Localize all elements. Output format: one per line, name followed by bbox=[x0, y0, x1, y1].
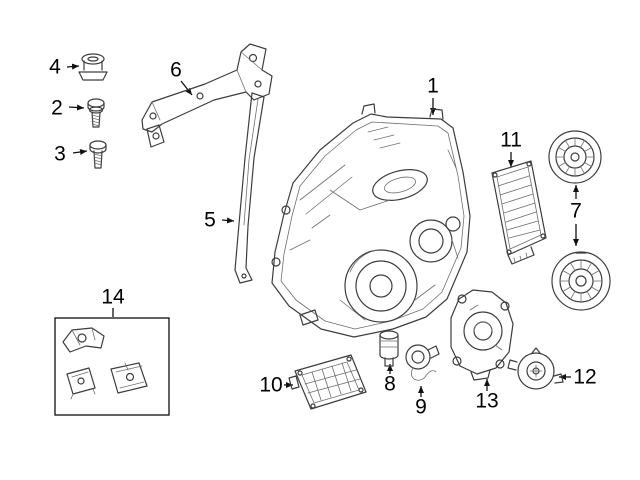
part-label-13: 13 bbox=[475, 389, 499, 413]
part-13-actuator bbox=[450, 289, 514, 381]
part-label-3: 3 bbox=[54, 142, 66, 166]
part-label-6: 6 bbox=[170, 58, 182, 82]
part-4-grommet-nut bbox=[78, 53, 108, 81]
part-9-socket bbox=[405, 344, 440, 381]
kit-bracket-b bbox=[66, 367, 96, 400]
part-7-cap-upper bbox=[548, 130, 602, 184]
part-label-5: 5 bbox=[204, 208, 216, 232]
leader-arrow-2 bbox=[68, 104, 85, 111]
part-label-8: 8 bbox=[384, 372, 396, 396]
part-6-upper-bracket bbox=[141, 43, 273, 148]
leader-arrow-5 bbox=[221, 217, 235, 224]
part-label-2: 2 bbox=[51, 96, 63, 120]
part-2-screw bbox=[87, 98, 105, 128]
part-14-kit-box bbox=[54, 317, 170, 416]
leader-arrow-6 bbox=[180, 80, 193, 96]
part-label-11: 11 bbox=[500, 128, 522, 152]
part-3-screw bbox=[89, 140, 107, 169]
part-label-12: 12 bbox=[573, 365, 597, 389]
leader-arrow-4 bbox=[66, 63, 80, 70]
part-11-control-unit bbox=[491, 160, 547, 265]
part-8-bulb bbox=[379, 330, 399, 367]
part-7-cap-lower bbox=[551, 251, 611, 311]
part-label-14: 14 bbox=[101, 285, 125, 309]
part-10-led-module bbox=[288, 354, 367, 410]
leader-arrow-3 bbox=[72, 149, 88, 155]
part-label-7: 7 bbox=[570, 199, 582, 223]
part-5-trim-strip bbox=[234, 92, 265, 284]
part-label-1: 1 bbox=[427, 74, 439, 98]
part-label-9: 9 bbox=[415, 395, 427, 419]
part-12-motor bbox=[507, 347, 564, 390]
part-label-10: 10 bbox=[259, 373, 283, 397]
kit-bracket-a bbox=[62, 327, 105, 353]
part-1-headlight-assembly bbox=[271, 103, 471, 338]
part-label-4: 4 bbox=[49, 55, 61, 79]
kit-bracket-c bbox=[110, 362, 148, 394]
leader-lines bbox=[66, 63, 579, 397]
